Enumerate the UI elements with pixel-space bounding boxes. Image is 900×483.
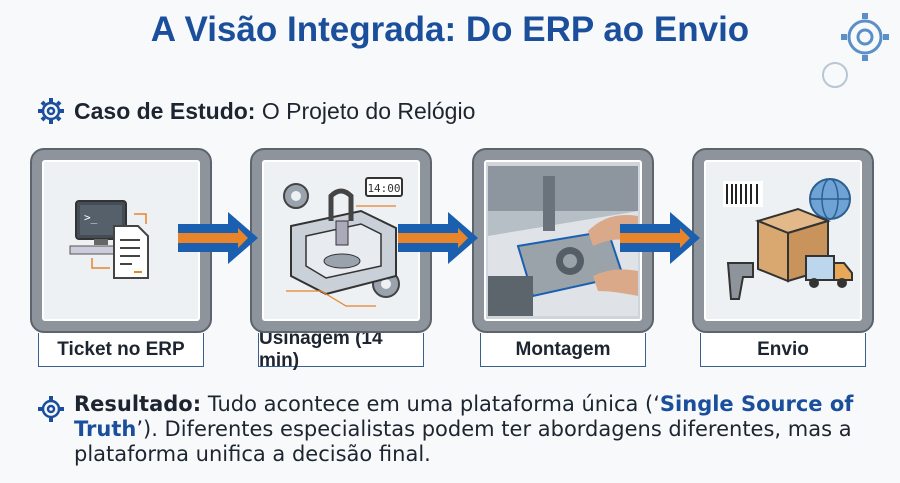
cnc-machine-icon: 14:00 [283, 176, 403, 307]
case-study-label: Caso de Estudo: [74, 97, 256, 124]
shipping-box-icon [723, 177, 853, 300]
assembly-photo [488, 165, 638, 316]
result-text-before: Tudo acontece em uma plataforma única (‘ [207, 392, 660, 416]
gear-icon [38, 396, 64, 422]
step-montagem: Montagem [472, 148, 654, 367]
gear-icon [38, 98, 64, 124]
step-label: Montagem [480, 333, 646, 367]
result-text: Resultado: Tudo acontece em uma platafor… [36, 392, 876, 467]
case-study-heading: Caso de Estudo: O Projeto do Relógio [36, 96, 475, 126]
step-usinagem: 14:00 Usinagem (14 min) [250, 148, 432, 371]
barcode-icon [723, 180, 763, 207]
case-study-text: O Projeto do Relógio [261, 97, 476, 124]
result-label: Resultado: [74, 392, 202, 416]
page-title: A Visão Integrada: Do ERP ao Envio [150, 10, 750, 49]
arrow-right-icon [178, 212, 258, 264]
result-highlight: Single Source of Truth [74, 392, 854, 441]
arrow-right-icon [620, 212, 700, 264]
step-envio: Envio [692, 148, 874, 367]
arrow-right-icon [398, 212, 478, 264]
step-label: Envio [700, 333, 866, 367]
step-label: Usinagem (14 min) [258, 328, 424, 371]
step-ticket-erp: >_ Ticket no ERP [30, 148, 212, 367]
svg-text:>_: >_ [84, 211, 98, 224]
result-text-after: ’). Diferentes especialistas podem ter a… [74, 417, 852, 466]
step-label: Ticket no ERP [38, 333, 204, 367]
computer-document-icon: >_ [69, 199, 149, 279]
timer-display: 14:00 [367, 182, 400, 195]
gear-decoration-icon [822, 13, 889, 88]
